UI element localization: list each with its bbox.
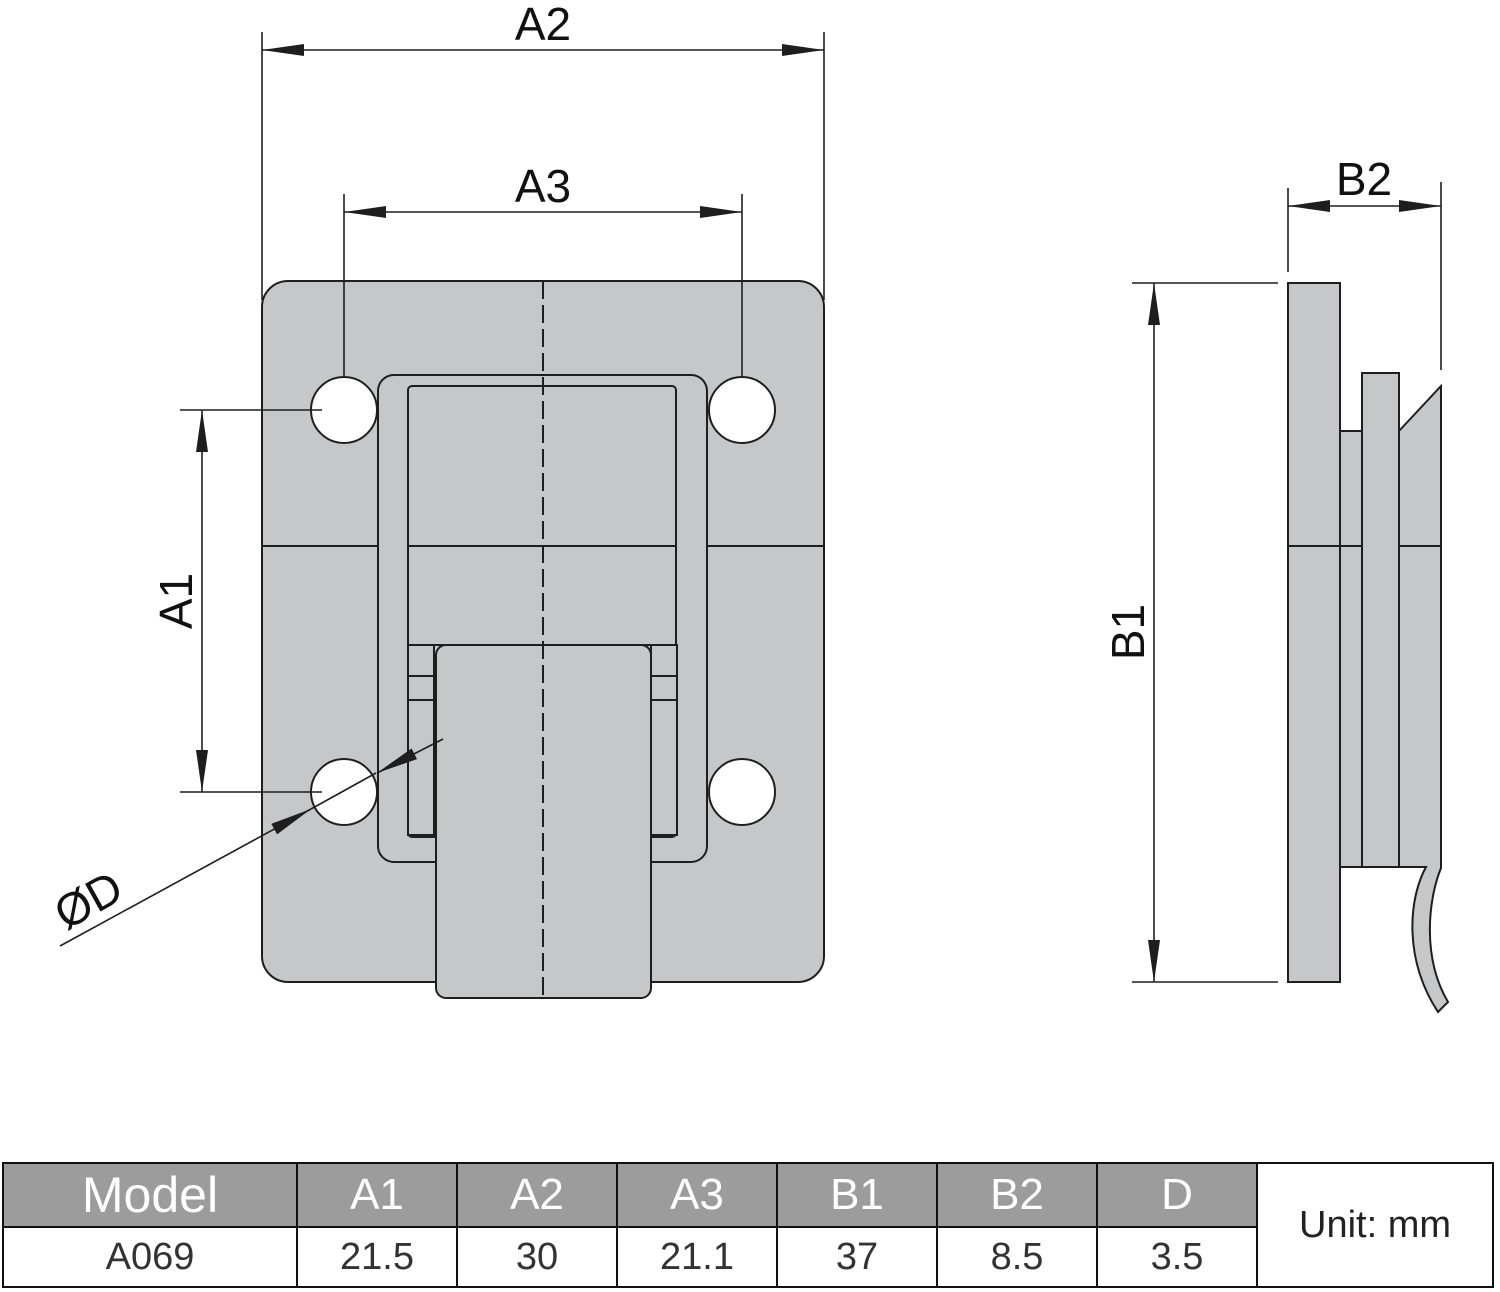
front-view bbox=[261, 280, 825, 999]
front-dimensions bbox=[59, 32, 825, 947]
value-b1: 37 bbox=[776, 1226, 938, 1288]
label-b2: B2 bbox=[1336, 153, 1392, 205]
side-frame bbox=[1361, 372, 1400, 868]
spec-table-value-row: A069 21.5 30 21.1 37 8.5 3.5 bbox=[2, 1226, 1493, 1288]
header-b2: B2 bbox=[936, 1162, 1098, 1228]
latch-rail-left bbox=[407, 644, 435, 836]
latch-rail-right bbox=[650, 644, 678, 836]
spec-table: Model A1 A2 A3 B1 B2 D Unit: mm A069 21.… bbox=[2, 1162, 1494, 1288]
mounting-hole-top-right bbox=[708, 376, 776, 444]
value-b2: 8.5 bbox=[936, 1226, 1098, 1288]
side-view bbox=[1287, 282, 1450, 1014]
side-step bbox=[1339, 430, 1363, 868]
side-plate bbox=[1287, 282, 1341, 983]
value-a1: 21.5 bbox=[296, 1226, 458, 1288]
label-a2: A2 bbox=[515, 0, 571, 50]
mounting-hole-bottom-right bbox=[708, 758, 776, 826]
side-dimensions bbox=[1132, 182, 1442, 983]
spec-table-header-row: Model A1 A2 A3 B1 B2 D Unit: mm bbox=[2, 1162, 1494, 1288]
header-a1: A1 bbox=[296, 1162, 458, 1228]
label-b1: B1 bbox=[1102, 604, 1154, 660]
side-lever bbox=[1398, 383, 1450, 1014]
header-d: D bbox=[1096, 1162, 1258, 1228]
label-a3: A3 bbox=[515, 160, 571, 212]
value-d: 3.5 bbox=[1096, 1226, 1258, 1288]
header-a2: A2 bbox=[456, 1162, 618, 1228]
unit-cell: Unit: mm bbox=[1256, 1162, 1494, 1288]
technical-drawing: A2 A3 A1 B1 B2 ØD bbox=[45, 0, 1450, 1014]
header-model: Model bbox=[2, 1162, 298, 1228]
header-a3: A3 bbox=[616, 1162, 778, 1228]
label-a1: A1 bbox=[150, 573, 202, 629]
value-model: A069 bbox=[2, 1226, 298, 1288]
value-a2: 30 bbox=[456, 1226, 618, 1288]
header-b1: B1 bbox=[776, 1162, 938, 1228]
value-a3: 21.1 bbox=[616, 1226, 778, 1288]
label-d: ØD bbox=[45, 861, 131, 940]
dim-leader-d bbox=[59, 808, 312, 947]
